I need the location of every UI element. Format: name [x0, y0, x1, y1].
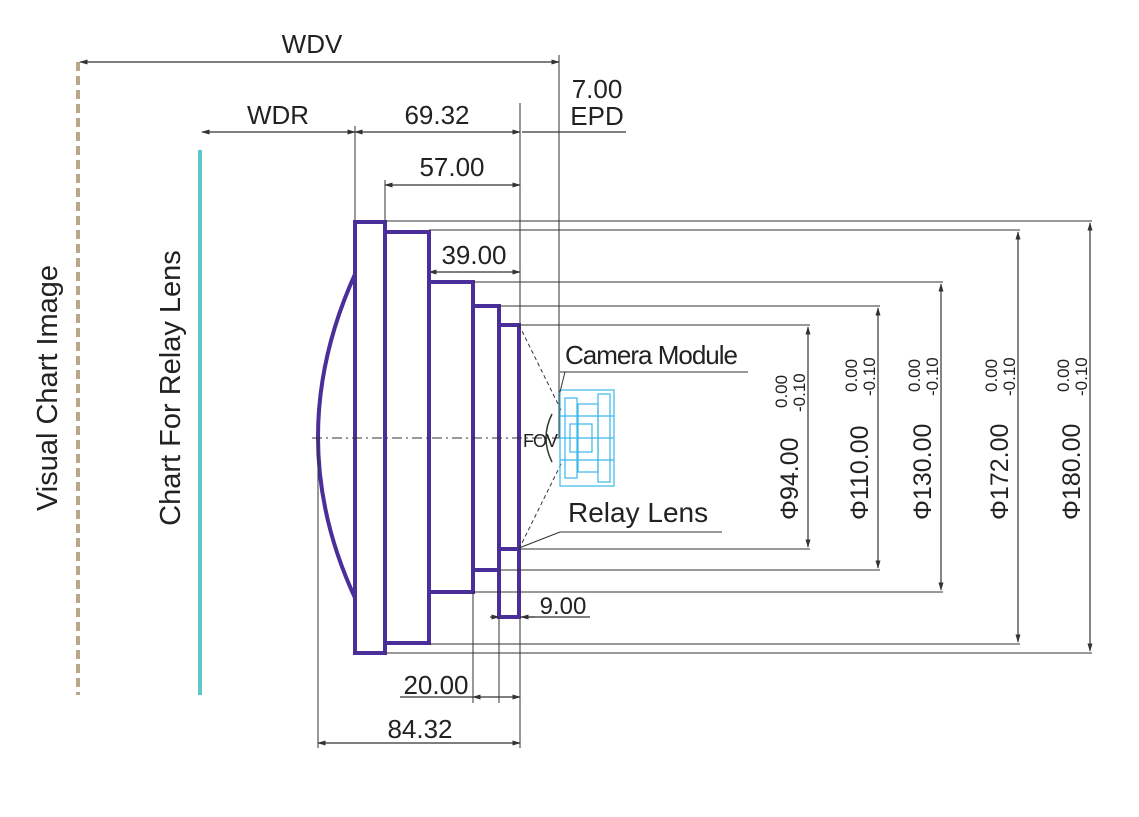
- d180-tol-upper: 0.00: [1054, 359, 1073, 392]
- camera-module-drawing: [559, 389, 615, 487]
- epd-value: 7.00: [572, 74, 623, 104]
- d180-value: Φ180.00: [1058, 424, 1086, 520]
- camera-module-label: Camera Module: [565, 340, 738, 370]
- fov-label: FOV: [523, 431, 558, 451]
- lens-element-5: [497, 323, 521, 551]
- wdv-label: WDV: [282, 29, 343, 59]
- epd-label: EPD: [570, 101, 623, 131]
- d130-value: Φ130.00: [909, 424, 937, 520]
- d110-value: Φ110.00: [846, 425, 874, 520]
- dim-84-text: 84.32: [387, 714, 452, 744]
- d130-tol-upper: 0.00: [905, 359, 924, 392]
- dim-9-text: 9.00: [540, 593, 587, 620]
- camera-module-pointer: [559, 371, 566, 393]
- dim-69-text: 69.32: [404, 100, 469, 130]
- relay-chart-label: Chart For Relay Lens: [155, 250, 187, 526]
- d94-value: Φ94.00: [776, 437, 804, 520]
- visual-chart-label: Visual Chart Image: [32, 265, 64, 511]
- d110-tol-lower: -0.10: [860, 357, 879, 396]
- front-lens-curve: [316, 271, 358, 601]
- d110-tol-upper: 0.00: [842, 359, 861, 392]
- dim-39-text: 39.00: [441, 240, 506, 270]
- d94-tol-upper: 0.00: [772, 375, 791, 408]
- d180-tol-lower: -0.10: [1072, 357, 1091, 396]
- lens-element-6: [497, 547, 521, 619]
- d172-tol-lower: -0.10: [1000, 357, 1019, 396]
- fov-ray-bottom: [518, 461, 563, 550]
- d94-tol-lower: -0.10: [790, 373, 809, 412]
- dim-20-text: 20.00: [403, 670, 468, 700]
- relay-lens-label: Relay Lens: [568, 497, 708, 528]
- d172-value: Φ172.00: [986, 424, 1014, 520]
- lens-element-3: [427, 280, 475, 594]
- wdr-label: WDR: [247, 100, 309, 130]
- d130-tol-lower: -0.10: [923, 357, 942, 396]
- d172-tol-upper: 0.00: [982, 359, 1001, 392]
- fov-ray-top: [518, 324, 563, 413]
- fov-arc: [545, 413, 553, 463]
- dim-57-text: 57.00: [419, 152, 484, 182]
- relay-lens-pointer: [518, 531, 561, 549]
